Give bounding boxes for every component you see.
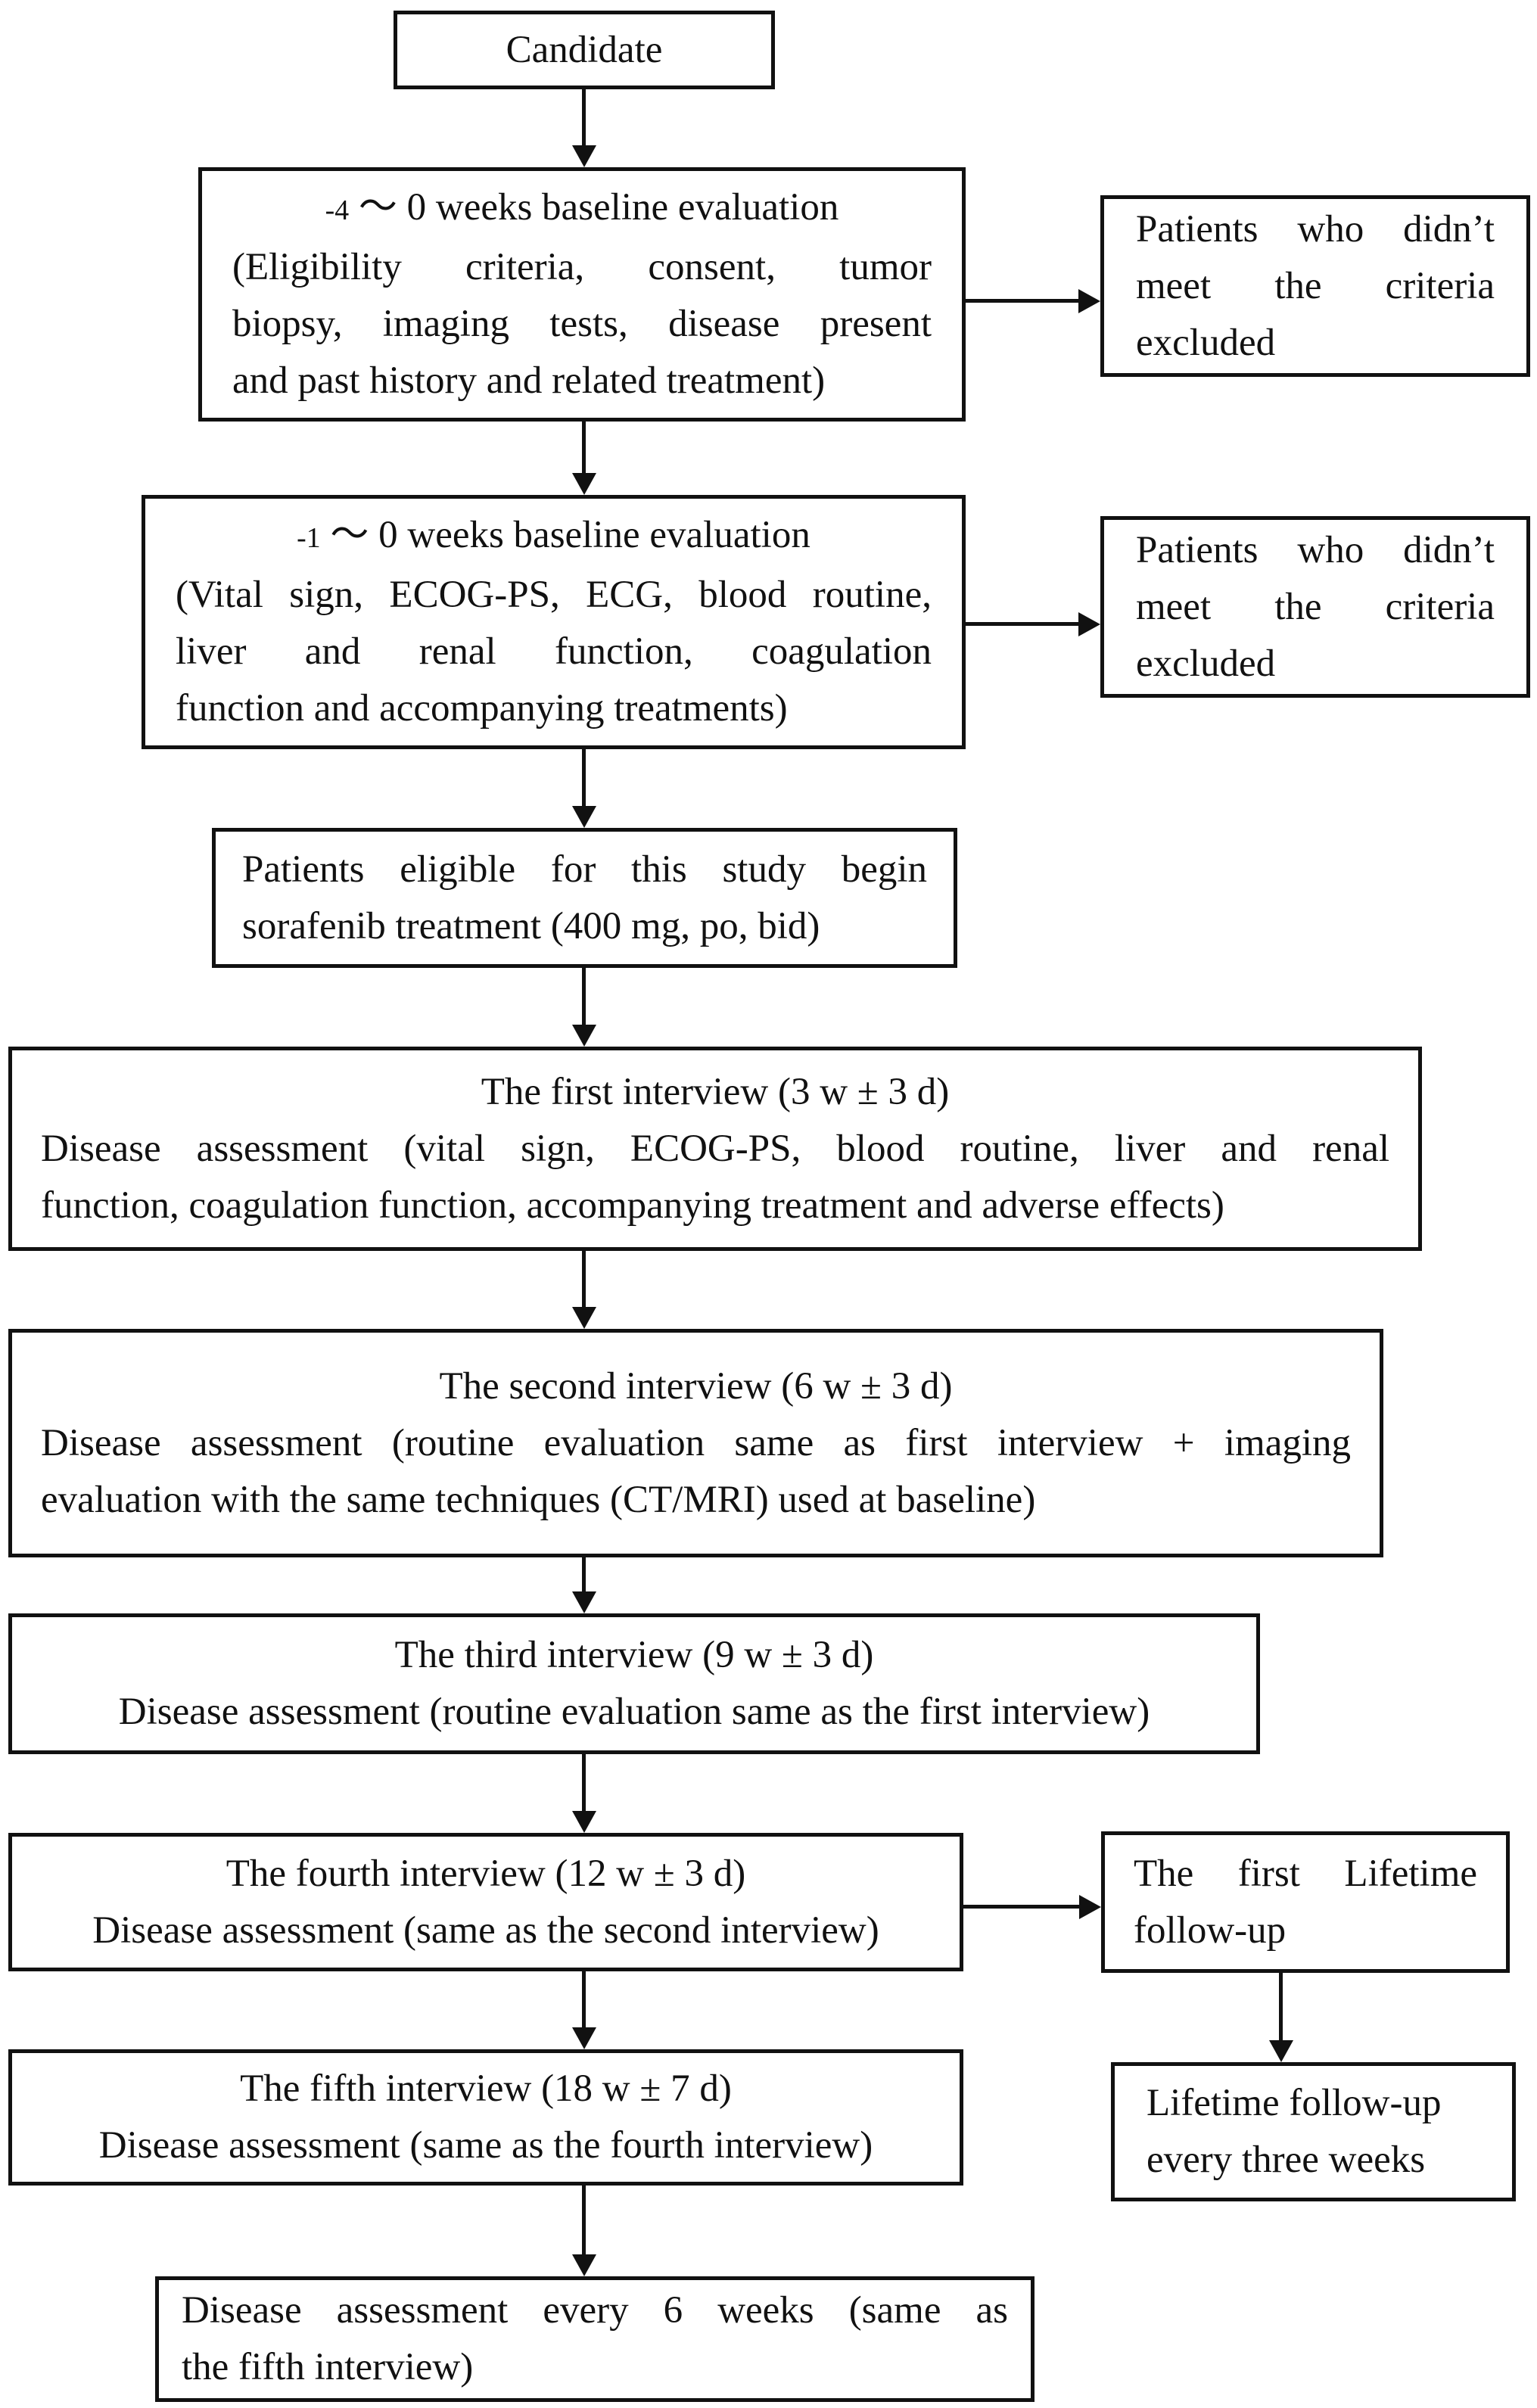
text-line: (Eligibility criteria, consent, tumor — [232, 246, 932, 288]
text-line: excluded — [1136, 642, 1276, 685]
node-third-interview: The third interview (9 w ± 3 d) Disease a… — [8, 1613, 1260, 1754]
arrowhead-down-icon — [572, 1591, 596, 1613]
text-line: Disease assessment (same as the fourth i… — [98, 2124, 873, 2167]
arrowhead-down-icon — [572, 2254, 596, 2276]
arrowhead-right-icon — [1079, 1895, 1101, 1919]
text-line: meet the criteria — [1136, 585, 1495, 628]
text-line: meet the criteria — [1136, 264, 1495, 307]
arrow-shaft — [582, 2186, 586, 2256]
arrowhead-right-icon — [1078, 612, 1100, 636]
text-line: sorafenib treatment (400 mg, po, bid) — [242, 904, 820, 947]
arrow-treatment-to-first-interview — [572, 968, 596, 1047]
text-line: The first Lifetime — [1134, 1852, 1477, 1895]
node-first-lifetime-followup: The first Lifetime follow-up — [1101, 1831, 1510, 1973]
arrow-shaft — [582, 1971, 586, 2029]
text-line: The fourth interview (12 w ± 3 d) — [226, 1852, 746, 1895]
text-line: Disease assessment every 6 weeks (same a… — [182, 2289, 1008, 2332]
text-line: Disease assessment (vital sign, ECOG-PS,… — [41, 1127, 1389, 1170]
arrow-shaft — [966, 622, 1080, 626]
arrow-shaft — [582, 1754, 586, 1812]
arrow-shaft — [582, 422, 586, 474]
text-line: Disease assessment (routine evaluation s… — [118, 1691, 1150, 1733]
text-line: Disease assessment (routine evaluation s… — [41, 1421, 1351, 1464]
text-line: The fifth interview (18 w ± 7 d) — [240, 2067, 732, 2110]
arrowhead-down-icon — [572, 145, 596, 167]
arrow-lifetime-to-every3w — [1269, 1973, 1293, 2062]
arrow-candidate-to-baseline4w — [572, 89, 596, 167]
text-line: Patients eligible for this study begin — [242, 848, 927, 891]
arrow-baseline1w-to-treatment — [572, 749, 596, 828]
node-first-interview: The first interview (3 w ± 3 d) Disease a… — [8, 1047, 1422, 1251]
node-assessment-every-6-weeks: Disease assessment every 6 weeks (same a… — [155, 2276, 1035, 2402]
arrowhead-down-icon — [572, 1025, 596, 1047]
arrow-baseline1w-to-excluded — [966, 612, 1100, 636]
text-line: (Vital sign, ECOG-PS, ECG, blood routine… — [176, 574, 932, 616]
arrow-shaft — [582, 749, 586, 807]
node-lifetime-followup-every-3-weeks: Lifetime follow-up every three weeks — [1111, 2062, 1516, 2201]
small-number-prefix: -4 — [325, 194, 350, 226]
arrowhead-down-icon — [572, 1811, 596, 1833]
arrow-shaft — [963, 1905, 1081, 1909]
arrowhead-down-icon — [572, 806, 596, 828]
arrowhead-down-icon — [572, 2027, 596, 2049]
arrowhead-down-icon — [1269, 2040, 1293, 2062]
node-excluded-patients-2: Patients who didn’t meet the criteria excl… — [1100, 516, 1530, 698]
arrow-fifth-interview-to-assessment6w — [572, 2186, 596, 2276]
text-line: function and accompanying treatments) — [176, 687, 788, 730]
text-line: evaluation with the same techniques (CT/… — [41, 1478, 1036, 1521]
text-line: and past history and related treatment) — [232, 359, 826, 402]
text-line: follow-up — [1134, 1909, 1287, 1952]
arrow-second-to-third-interview — [572, 1557, 596, 1613]
text-line: Patients who didn’t — [1136, 528, 1495, 571]
text-line: The second interview (6 w ± 3 d) — [439, 1364, 953, 1408]
text-line: excluded — [1136, 321, 1276, 364]
arrow-shaft — [582, 968, 586, 1026]
arrow-fourth-to-fifth-interview — [572, 1971, 596, 2049]
text-line: The first interview (3 w ± 3 d) — [481, 1070, 950, 1113]
text-line: biopsy, imaging tests, disease present — [232, 303, 932, 345]
text-line: Candidate — [506, 28, 663, 71]
text-line: Disease assessment (same as the second i… — [92, 1909, 879, 1952]
arrow-shaft — [582, 89, 586, 147]
node-treatment-start: Patients eligible for this study begin so… — [212, 828, 957, 968]
text-line: liver and renal function, coagulation — [176, 630, 932, 673]
node-excluded-patients-1: Patients who didn’t meet the criteria excl… — [1100, 195, 1530, 377]
text-line: every three weeks — [1147, 2139, 1426, 2181]
text-line: Lifetime follow-up — [1147, 2082, 1442, 2124]
arrowhead-down-icon — [572, 1307, 596, 1329]
arrow-third-to-fourth-interview — [572, 1754, 596, 1833]
node-candidate: Candidate — [394, 11, 775, 89]
text-line: The third interview (9 w ± 3 d) — [394, 1634, 874, 1676]
arrow-shaft — [1279, 1973, 1283, 2042]
arrow-shaft — [966, 299, 1080, 303]
text-line: Patients who didn’t — [1136, 207, 1495, 250]
node-baseline-week-minus4: -4 ～ 0 weeks baseline evaluation (Eligibi… — [198, 167, 966, 422]
arrow-shaft — [582, 1251, 586, 1308]
node-second-interview: The second interview (6 w ± 3 d) Disease … — [8, 1329, 1383, 1557]
arrowhead-right-icon — [1078, 289, 1100, 313]
arrow-baseline4w-to-excluded — [966, 289, 1100, 313]
text-line: the fifth interview) — [182, 2346, 474, 2388]
arrow-fourth-interview-to-lifetime — [963, 1895, 1101, 1919]
text-line: function, coagulation function, accompan… — [41, 1184, 1224, 1227]
arrowhead-down-icon — [572, 473, 596, 495]
node-fifth-interview: The fifth interview (18 w ± 7 d) Disease … — [8, 2049, 963, 2186]
arrow-shaft — [582, 1557, 586, 1593]
text-line: -1 ～ 0 weeks baseline evaluation — [297, 514, 811, 556]
node-fourth-interview: The fourth interview (12 w ± 3 d) Disease… — [8, 1833, 963, 1971]
arrow-baseline4w-to-baseline1w — [572, 422, 596, 495]
small-number-prefix: -1 — [297, 522, 321, 554]
text-line: -4 ～ 0 weeks baseline evaluation — [325, 186, 839, 229]
arrow-first-to-second-interview — [572, 1251, 596, 1329]
node-baseline-week-minus1: -1 ～ 0 weeks baseline evaluation (Vital s… — [142, 495, 966, 749]
